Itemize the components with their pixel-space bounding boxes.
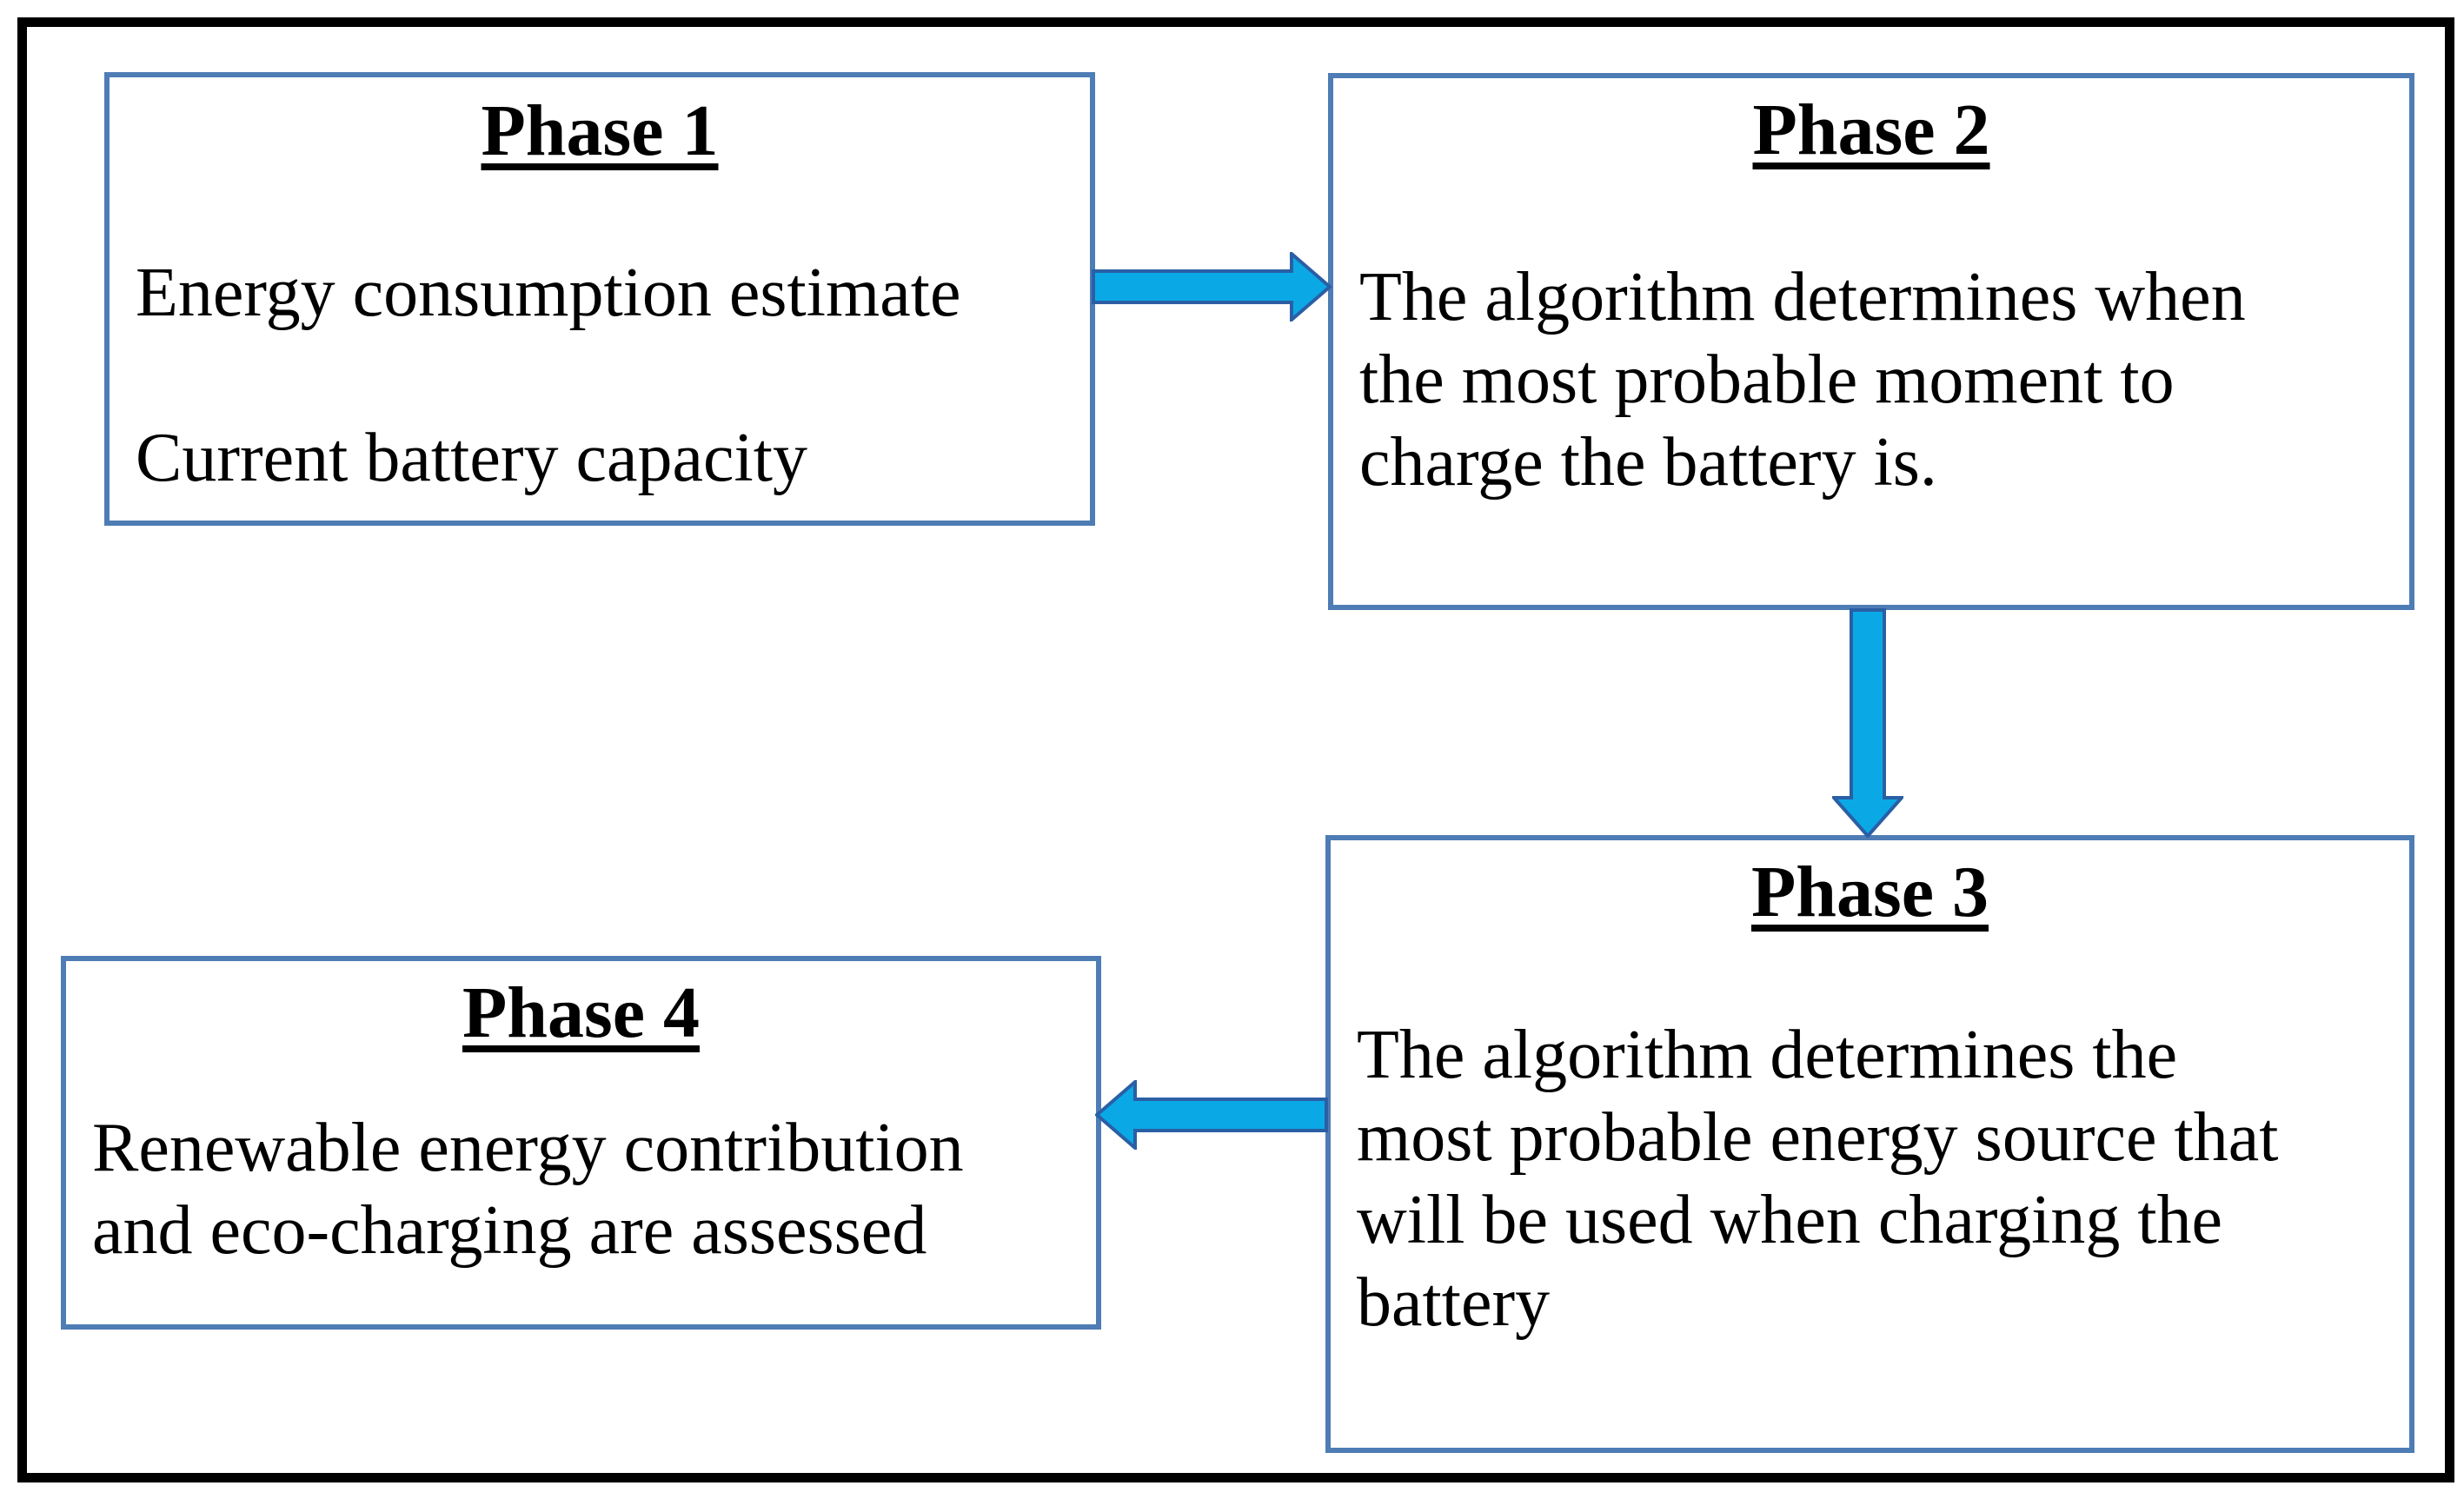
phase-1-box: Phase 1 Energy consumption estimate Curr… [104,72,1095,526]
phase-4-text-line: and eco-charging are assessed [92,1192,927,1269]
phase-3-title: Phase 3 [1751,852,1989,932]
phase-4-box: Phase 4 Renewable energy contribution an… [61,956,1101,1330]
phase-2-text-line: The algorithm determines when [1359,259,2246,335]
phase-2-box: Phase 2 The algorithm determines when th… [1328,73,2414,610]
phase-3-box: Phase 3 The algorithm determines the mos… [1325,835,2414,1453]
phase-3-text-line: battery [1357,1264,1551,1341]
arrow-right-phase1-to-phase2-icon [1092,252,1332,322]
phase-1-text-line: Energy consumption estimate [136,255,961,331]
figure-outer-border [17,17,2454,1482]
phase-3-text-line: The algorithm determines the [1357,1017,2178,1093]
phase-3-text-line: will be used when charging the [1357,1182,2223,1258]
phase-1-title: Phase 1 [481,90,719,171]
phase-4-text-line: Renewable energy contribution [92,1110,964,1186]
arrow-down-phase2-to-phase3-icon [1832,608,1903,838]
phase-2-title: Phase 2 [1752,90,1990,170]
phase-4-title: Phase 4 [462,972,700,1053]
arrow-left-phase3-to-phase4-icon [1095,1080,1328,1150]
phase-2-text-line: the most probable moment to [1359,342,2175,418]
phase-1-text-line: Current battery capacity [136,420,807,496]
phase-3-text-line: most probable energy source that [1357,1099,2279,1176]
phase-2-text-line: charge the battery is. [1359,424,1937,501]
